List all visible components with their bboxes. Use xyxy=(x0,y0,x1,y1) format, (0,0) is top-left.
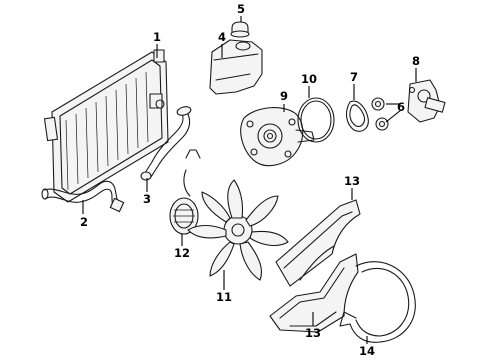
callout-labels: 1 2 3 4 5 6 7 8 9 10 11 12 13 13 14 xyxy=(80,2,420,358)
callout-2: 2 xyxy=(80,215,88,229)
callout-12: 12 xyxy=(174,246,190,260)
callout-3: 3 xyxy=(143,192,151,206)
radiator xyxy=(43,49,169,203)
fan-ring xyxy=(339,261,416,343)
water-pump-gasket xyxy=(297,97,335,143)
callout-7: 7 xyxy=(350,70,358,84)
callout-10: 10 xyxy=(301,72,317,86)
callout-11: 11 xyxy=(216,290,232,304)
water-pump xyxy=(240,107,315,167)
callout-1: 1 xyxy=(153,30,161,44)
callout-13-lower: 13 xyxy=(305,326,321,340)
upper-radiator-hose xyxy=(140,106,192,181)
coolant-reservoir xyxy=(209,39,263,95)
fan-shroud-upper xyxy=(275,199,361,287)
thermostat-housing xyxy=(407,79,446,123)
callout-5: 5 xyxy=(237,2,245,16)
callout-13-upper: 13 xyxy=(344,174,360,188)
callout-4: 4 xyxy=(218,30,226,44)
callout-8: 8 xyxy=(412,54,420,68)
callout-9: 9 xyxy=(280,89,288,103)
fan-clutch xyxy=(169,149,201,235)
fittings xyxy=(371,97,389,131)
callout-6: 6 xyxy=(397,100,405,114)
fan-shroud-lower xyxy=(269,253,359,333)
seal-ring xyxy=(345,100,369,132)
cooling-fan xyxy=(187,179,289,281)
leader-lines xyxy=(82,16,417,344)
reservoir-cap xyxy=(230,21,250,38)
lower-radiator-hose xyxy=(41,180,125,213)
callout-14: 14 xyxy=(359,344,375,358)
